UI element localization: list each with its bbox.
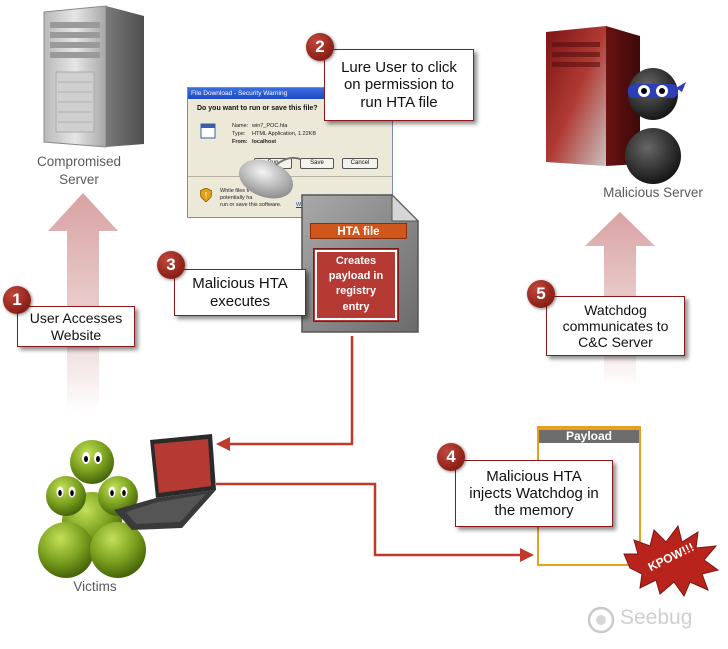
step-2-text: Lure User to click on permission to run … xyxy=(341,59,457,111)
left-up-arrow xyxy=(48,193,118,413)
watermark-text: Seebug xyxy=(620,606,693,629)
compromised-server-caption: Compromised Server xyxy=(36,154,122,187)
mouse-icon xyxy=(238,156,301,199)
cancel-button[interactable]: Cancel xyxy=(342,158,378,169)
victims-caption: Victims xyxy=(73,579,117,594)
ninja-icon xyxy=(625,68,686,184)
arrowhead-to-victims xyxy=(216,437,230,451)
step-3-text: Malicious HTA executes xyxy=(192,275,288,310)
malicious-server-caption: Malicious Server xyxy=(603,185,703,200)
step-1-badge: 1 xyxy=(3,286,31,314)
hta-payload-box: Creates payload in registry entry xyxy=(313,248,399,322)
svg-text:!: ! xyxy=(204,191,207,200)
step-4-text: Malicious HTA injects Watchdog in the me… xyxy=(469,467,599,520)
dialog-from-value: localhost xyxy=(252,139,277,145)
dialog-warning-line-2: potentially ha xyxy=(220,195,253,201)
step-2-callout: Lure User to click on permission to run … xyxy=(324,49,474,121)
dialog-type-value: HTML Application, 1.22KB xyxy=(252,131,316,137)
dialog-name-value: win7_POC.hta xyxy=(252,123,288,129)
dialog-type-label: Type: xyxy=(232,131,246,137)
dialog-from-label: From: xyxy=(232,139,248,145)
seebug-logo-icon xyxy=(587,606,615,634)
laptop-icon xyxy=(114,434,216,530)
step-5-text: Watchdog communicates to C&C Server xyxy=(562,301,669,351)
malicious-server-icon xyxy=(546,26,640,166)
step-1-callout: User Accesses Website xyxy=(17,306,135,347)
dialog-warning-line-3: run or save this software. xyxy=(220,202,282,208)
warning-shield-icon: ! xyxy=(200,188,212,202)
victims-to-payload-connector xyxy=(216,482,520,557)
step-5-badge: 5 xyxy=(527,280,555,308)
hta-file-label: HTA file xyxy=(310,223,407,239)
dialog-question: Do you want to run or save this file? xyxy=(197,105,318,112)
kpow-burst-icon xyxy=(623,524,720,598)
file-icon xyxy=(200,123,216,139)
dialog-name-label: Name: xyxy=(232,123,249,129)
step-4-badge: 4 xyxy=(437,443,465,471)
arrowhead-to-payload xyxy=(520,548,534,562)
step-4-callout: Malicious HTA injects Watchdog in the me… xyxy=(455,460,613,527)
step-3-callout: Malicious HTA executes xyxy=(174,269,306,316)
step-3-badge: 3 xyxy=(157,251,185,279)
step-2-badge: 2 xyxy=(306,33,334,61)
dialog-titlebar: File Download - Security Warning xyxy=(188,88,392,99)
hta-to-victims-connector xyxy=(228,336,354,446)
dialog-warning-line-1: While files fr xyxy=(220,188,250,194)
compromised-server-icon xyxy=(43,5,144,148)
step-1-text: User Accesses Website xyxy=(29,310,123,343)
payload-label: Payload xyxy=(539,427,639,443)
save-button[interactable]: Save xyxy=(300,158,334,169)
step-5-callout: Watchdog communicates to C&C Server xyxy=(546,296,685,356)
